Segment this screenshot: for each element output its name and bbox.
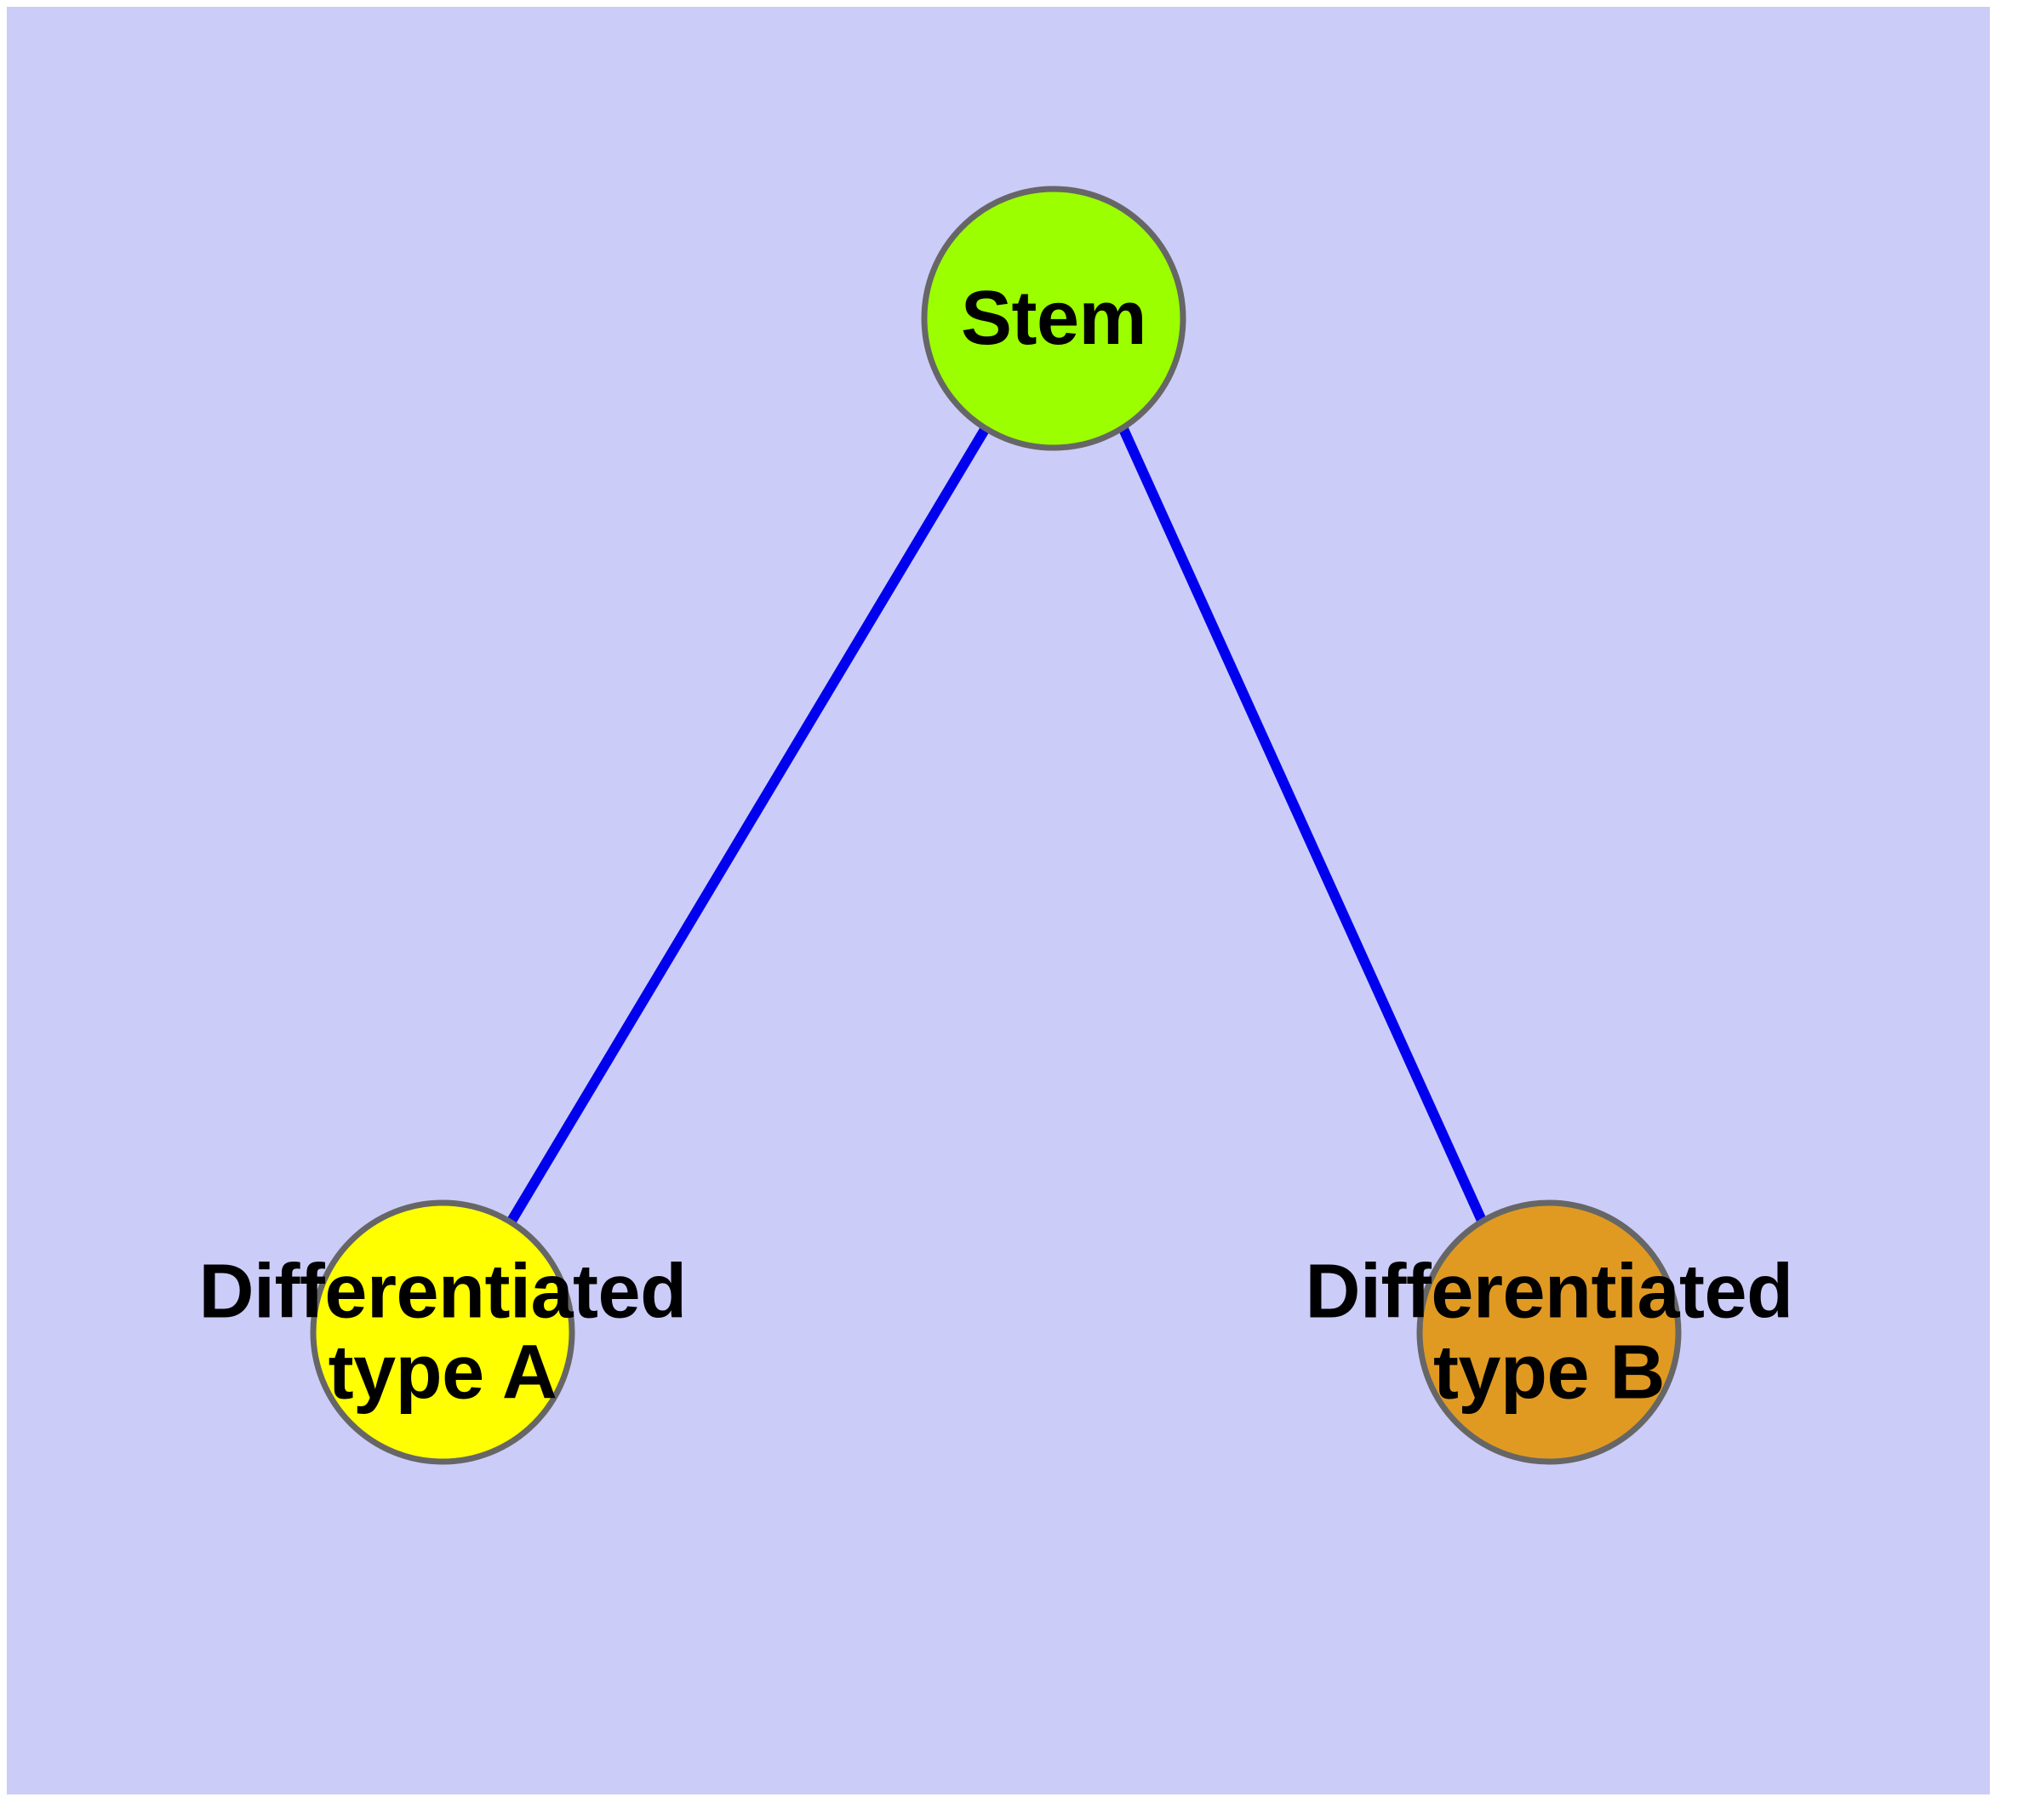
node-circle-differentiated-type-b[interactable] — [1416, 1199, 1682, 1465]
edge-layer — [506, 425, 1488, 1226]
node-circle-differentiated-type-a[interactable] — [310, 1199, 575, 1465]
edge-stem-to-differentiated-type-b[interactable] — [1118, 426, 1488, 1225]
node-circle-stem[interactable] — [921, 186, 1186, 451]
node-layer — [310, 186, 1682, 1465]
edge-stem-to-differentiated-type-a[interactable] — [506, 425, 991, 1226]
